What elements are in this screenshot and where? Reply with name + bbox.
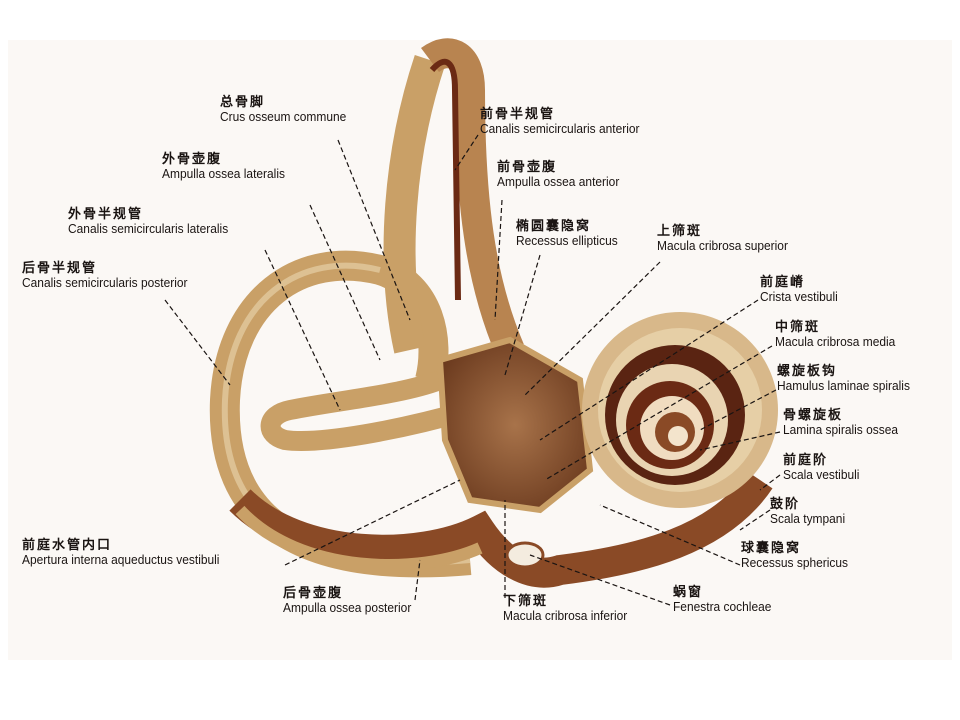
label-zh: 鼓阶 (770, 496, 801, 511)
label-zh: 前庭阶 (783, 452, 829, 467)
vestibule (436, 336, 594, 514)
label-en: Scala vestibuli (783, 466, 860, 482)
label-en: Apertura interna aqueductus vestibuli (22, 551, 220, 567)
label-en: Lamina spiralis ossea (783, 421, 899, 437)
label-en: Recessus sphericus (741, 554, 849, 570)
label-en: Canalis semicircularis anterior (480, 120, 640, 136)
label-en: Macula cribrosa superior (657, 237, 788, 253)
label-zh: 下筛斑 (503, 593, 549, 608)
label-en: Canalis semicircularis lateralis (68, 220, 229, 236)
label-zh: 前庭水管内口 (22, 537, 113, 552)
anterior-semicircular-canal (421, 38, 524, 356)
crus-commune (383, 54, 446, 354)
lateral-semicircular-canal (260, 370, 473, 451)
label-zh: 后骨壶腹 (283, 585, 344, 600)
label-en: Macula cribrosa inferior (503, 607, 628, 623)
label-en: Ampulla ossea posterior (283, 599, 412, 615)
label-en: Scala tympani (770, 510, 846, 526)
label-en: Macula cribrosa media (775, 333, 896, 349)
label-zh: 后骨半规管 (22, 260, 98, 275)
label-zh: 总骨脚 (220, 94, 266, 109)
label-en: Canalis semicircularis posterior (22, 274, 188, 290)
label-en: Crus osseum commune (220, 108, 347, 124)
label-zh: 中筛斑 (775, 319, 821, 334)
label-zh: 螺旋板钩 (777, 363, 838, 378)
label-zh: 蜗窗 (673, 584, 704, 599)
fenestra-cochleae (505, 541, 545, 569)
label-en: Ampulla ossea lateralis (162, 165, 285, 181)
cochlea (582, 312, 778, 508)
label-en: Crista vestibuli (760, 288, 838, 304)
label-zh: 椭圆囊隐窝 (516, 218, 592, 233)
label-zh: 球囊隐窝 (741, 540, 802, 555)
label-en: Hamulus laminae spiralis (777, 377, 910, 393)
label-zh: 骨螺旋板 (783, 407, 844, 422)
label-zh: 前骨半规管 (480, 106, 556, 121)
label-zh: 外骨半规管 (68, 206, 144, 221)
label-zh: 上筛斑 (657, 223, 703, 238)
leader-lines (164, 134, 781, 606)
label-en: Ampulla ossea anterior (497, 173, 620, 189)
label-zh: 外骨壶腹 (162, 151, 223, 166)
label-zh: 前骨壶腹 (497, 159, 558, 174)
label-zh: 前庭嵴 (760, 274, 806, 289)
label-en: Recessus ellipticus (516, 232, 618, 248)
label-en: Fenestra cochleae (673, 598, 772, 614)
